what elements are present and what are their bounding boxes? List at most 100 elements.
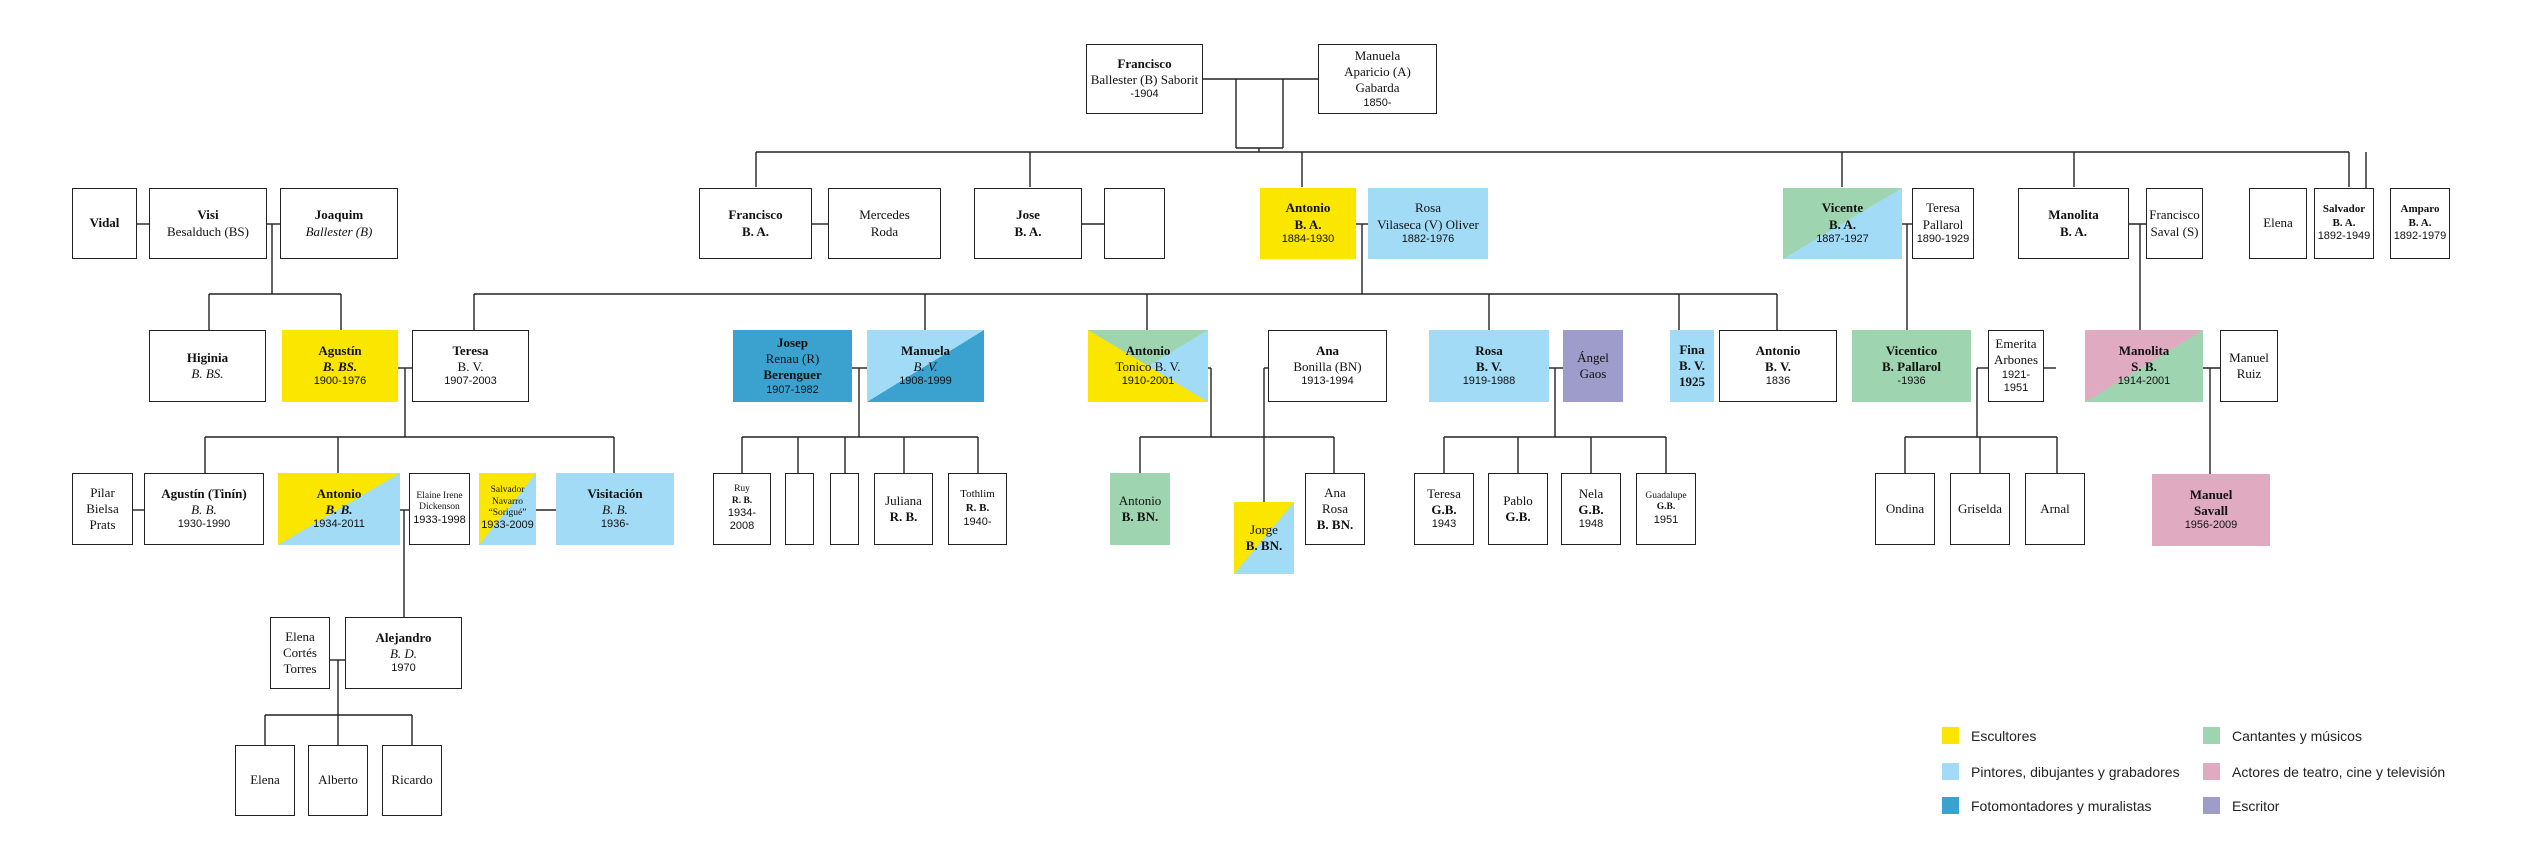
person-antonio-ba[interactable]: Antonio B. A. 1884-1930 xyxy=(1260,188,1356,259)
person-higinia-bbs[interactable]: Higinia B. BS. xyxy=(149,330,266,402)
person-elena-child[interactable]: Elena xyxy=(235,745,295,816)
person-elena-cortes-torres[interactable]: Elena Cortés Torres xyxy=(270,617,330,689)
person-name: Manuela xyxy=(1354,47,1401,63)
legend-swatch xyxy=(2203,763,2220,780)
person-elaine-irene-dickenson[interactable]: Elaine Irene Dickenson 1933-1998 xyxy=(409,473,470,545)
person-antonio-bbn[interactable]: Antonio B. BN. xyxy=(1110,473,1170,545)
person-griselda[interactable]: Griselda xyxy=(1950,473,2010,545)
person-surname: Cortés xyxy=(283,644,317,660)
person-surname: Renau (R) xyxy=(765,351,820,366)
person-surname: B. A. xyxy=(741,223,770,239)
person-alejandro-bd[interactable]: Alejandro B. D. 1970 xyxy=(345,617,462,689)
person-dates: 1914-2001 xyxy=(2117,375,2171,388)
person-joaquim-ballester[interactable]: Joaquim Ballester (B) xyxy=(280,188,398,259)
person-elena[interactable]: Elena xyxy=(2249,188,2307,259)
person-surname: B. A. xyxy=(2408,216,2432,229)
person-josep-renau-berenguer[interactable]: Josep Renau (R) Berenguer 1907-1982 xyxy=(733,330,852,402)
person-ruy-rb[interactable]: Ruy R. B. 1934-2008 xyxy=(713,473,771,545)
person-manuela-bv[interactable]: Manuela B. V. 1908-1999 xyxy=(867,330,984,402)
person-name: Elena xyxy=(250,772,280,788)
legend-item-escultores: Escultores xyxy=(1942,727,2036,744)
person-surname: B. BS. xyxy=(322,359,358,375)
person-salvador-ba[interactable]: Salvador B. A. 1892-1949 xyxy=(2314,188,2374,259)
person-name: Antonio xyxy=(1755,342,1801,358)
person-dates: 1913-1994 xyxy=(1301,375,1354,388)
person-francisco-ballester-saborit[interactable]: Francisco Ballester (B) Saborit -1904 xyxy=(1086,44,1203,114)
person-name: Salvador xyxy=(490,485,525,496)
person-name: Salvador xyxy=(2322,202,2366,215)
person-vidal[interactable]: Vidal xyxy=(72,188,137,259)
person-surname: Aparicio (A) Gabarda xyxy=(1344,64,1411,96)
person-manuela-aparicio-gabarda[interactable]: Manuela Aparicio (A) Gabarda 1850- xyxy=(1318,44,1437,114)
person-alberto[interactable]: Alberto xyxy=(308,745,368,816)
person-amparo-ba[interactable]: Amparo B. A. 1892-1979 xyxy=(2390,188,2450,259)
person-name: Nela xyxy=(1578,485,1604,501)
person-ana-rosa-bbn[interactable]: Ana Rosa B. BN. xyxy=(1305,473,1365,545)
person-pilar-bielsa-prats[interactable]: Pilar Bielsa Prats xyxy=(72,473,133,545)
person-dates: 1887-1927 xyxy=(1816,232,1869,245)
person-dates: 1970 xyxy=(391,662,416,675)
person-manolita-sb[interactable]: Manolita S. B. 1914-2001 xyxy=(2085,330,2203,402)
person-surname: Bonilla (BN) xyxy=(1293,359,1362,375)
person-visi-besalduch[interactable]: Visi Besalduch (BS) xyxy=(149,188,267,259)
person-surname: Ballester (B) xyxy=(305,223,373,239)
person-mercedes-roda[interactable]: Mercedes Roda xyxy=(828,188,941,259)
person-surname: R. B. xyxy=(731,495,753,506)
person-jose-ba[interactable]: Jose B. A. xyxy=(974,188,1082,259)
person-arnal[interactable]: Arnal xyxy=(2025,473,2085,545)
person-manuel-savall[interactable]: Manuel Savall 1956-2009 xyxy=(2152,474,2270,546)
legend-label: Cantantes y músicos xyxy=(2232,727,2362,744)
person-surname: Ballester (B) Saborit xyxy=(1090,72,1199,88)
legend-label: Escritor xyxy=(2232,797,2280,814)
person-agustin-tinin-bb[interactable]: Agustín (Tinín) B. B. 1930-1990 xyxy=(144,473,264,545)
person-name: Jorge xyxy=(1250,521,1278,537)
person-rosa-bv[interactable]: Rosa B. V. 1919-1988 xyxy=(1429,330,1549,402)
person-tothlim-rb[interactable]: Tothlim R. B. 1940- xyxy=(948,473,1007,545)
person-manolita-ba[interactable]: Manolita B. A. xyxy=(2018,188,2129,259)
person-unknown-rb-1[interactable] xyxy=(785,473,814,545)
person-unknown-spouse-jose[interactable] xyxy=(1104,188,1165,259)
person-ana-bonilla[interactable]: Ana Bonilla (BN) 1913-1994 xyxy=(1268,330,1387,402)
person-jorge-bbn[interactable]: Jorge B. BN. xyxy=(1234,502,1294,574)
person-vicente-ba[interactable]: Vicente B. A. 1887-1927 xyxy=(1783,188,1902,259)
person-unknown-rb-2[interactable] xyxy=(830,473,859,545)
person-surname: B. B. xyxy=(191,502,217,518)
person-fina-bv[interactable]: Fina B. V. 1925 xyxy=(1670,330,1714,402)
person-antonio-bv[interactable]: Antonio B. V. 1836 xyxy=(1719,330,1837,402)
person-francisco-ba[interactable]: Francisco B. A. xyxy=(699,188,812,259)
person-antonio-tonico-bv[interactable]: Antonio Tonico B. V. 1910-2001 xyxy=(1088,330,1208,402)
legend-item-fotomontadores: Fotomontadores y muralistas xyxy=(1942,797,2152,814)
person-visitacion-bb[interactable]: Visitación B. B. 1936- xyxy=(556,473,674,545)
person-surname: B. A. xyxy=(1014,223,1042,239)
legend-item-escritor: Escritor xyxy=(2203,797,2279,814)
person-pablo-gb[interactable]: Pablo G.B. xyxy=(1488,473,1548,545)
person-dates: 1907-1982 xyxy=(766,383,819,396)
person-surname: Navarro xyxy=(491,496,524,507)
person-emerita-arbones[interactable]: Emerita Arbones 1921-1951 xyxy=(1988,330,2044,402)
person-agustin-bbs[interactable]: Agustín B. BS. 1900-1976 xyxy=(282,330,398,402)
person-antonio-bb[interactable]: Antonio B. B. 1934-2011 xyxy=(278,473,400,545)
person-dates: 1934-2008 xyxy=(727,507,757,533)
person-dates: 1933-1998 xyxy=(413,513,466,526)
person-salvador-navarro-sorigue[interactable]: Salvador Navarro “Sorigué” 1933-2009 xyxy=(479,473,536,545)
person-rosa-vilaseca-oliver[interactable]: Rosa Vilaseca (V) Oliver 1882-1976 xyxy=(1368,188,1488,259)
person-name: Francisco xyxy=(1117,55,1172,71)
person-manuel-ruiz[interactable]: Manuel Ruiz xyxy=(2220,330,2278,402)
person-vicentico-b-pallarol[interactable]: Vicentico B. Pallarol -1936 xyxy=(1852,330,1971,402)
person-teresa-bv[interactable]: Teresa B. V. 1907-2003 xyxy=(412,330,529,402)
person-name: Amparo xyxy=(2400,202,2440,215)
person-nela-gb[interactable]: Nela G.B. 1948 xyxy=(1561,473,1621,545)
person-ricardo[interactable]: Ricardo xyxy=(382,745,442,816)
person-name: Teresa xyxy=(452,342,489,358)
person-angel-gaos[interactable]: Ángel Gaos xyxy=(1563,330,1623,402)
person-dates: 1925 xyxy=(1679,374,1705,390)
person-juliana-rb[interactable]: Juliana R. B. xyxy=(874,473,933,545)
person-teresa-pallarol[interactable]: Teresa Pallarol 1890-1929 xyxy=(1912,188,1974,259)
person-dates: 1892-1949 xyxy=(2317,230,2371,243)
person-name: Emerita xyxy=(1995,336,2037,351)
person-ondina[interactable]: Ondina xyxy=(1875,473,1935,545)
person-teresa-gb[interactable]: Teresa G.B. 1943 xyxy=(1414,473,1474,545)
person-francisco-saval[interactable]: Francisco Saval (S) xyxy=(2146,188,2203,259)
person-guadalupe-gb[interactable]: Guadalupe G.B. 1951 xyxy=(1636,473,1696,545)
